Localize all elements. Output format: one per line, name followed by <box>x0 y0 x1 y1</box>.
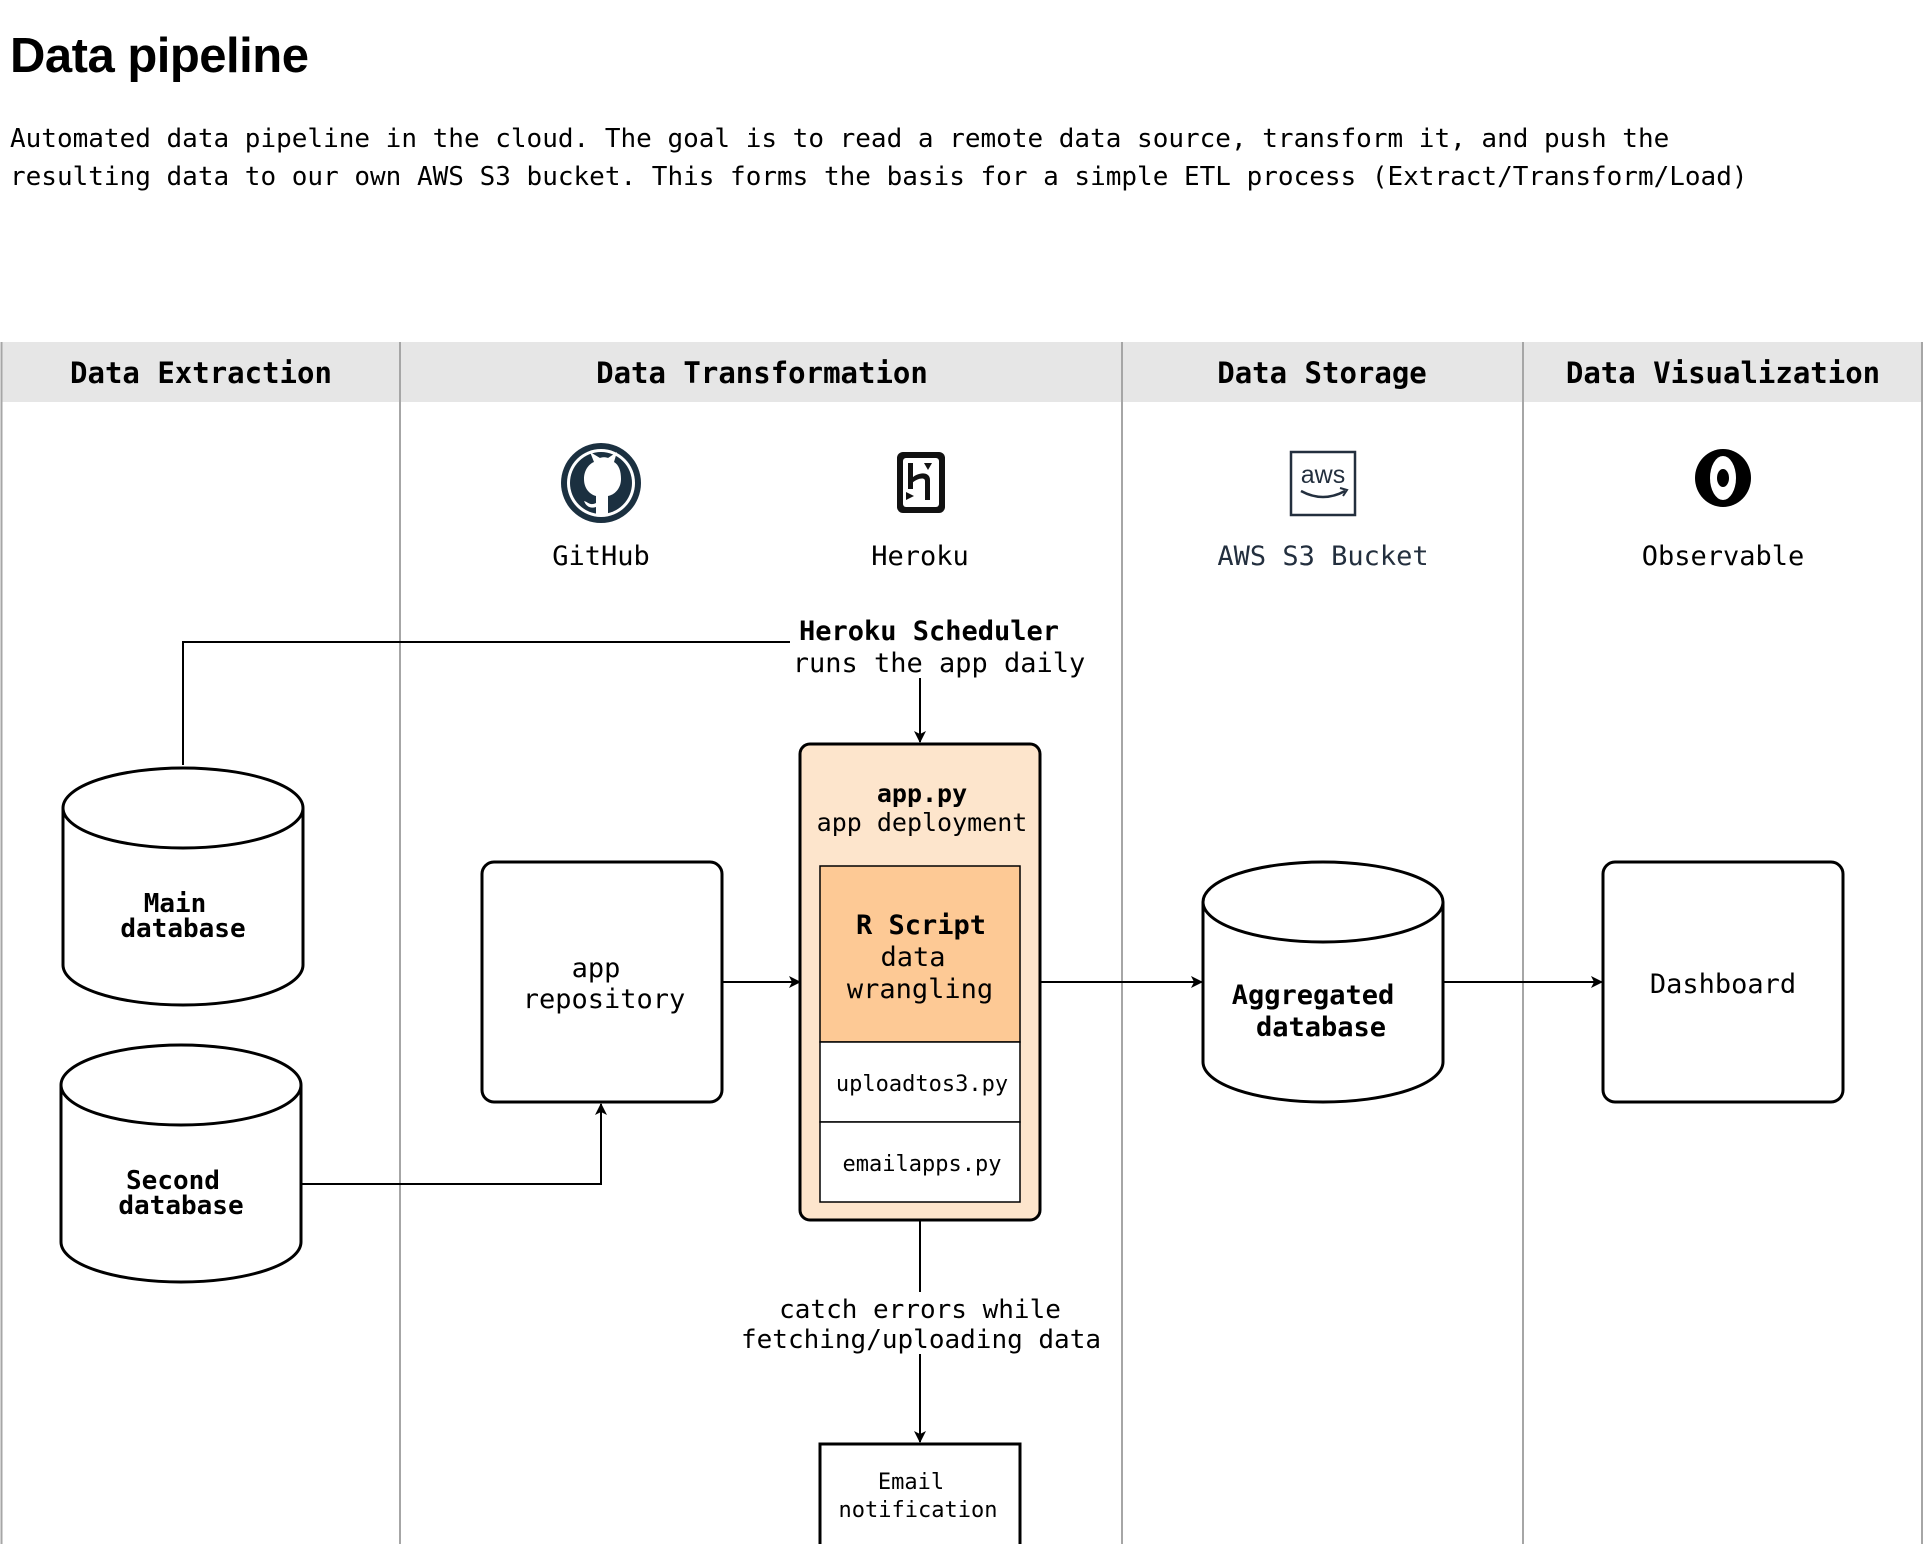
catch-errors-label: catch errors while <box>779 1295 1061 1325</box>
email-notification-label: Email <box>878 1470 944 1495</box>
app-repository: app repository <box>480 860 724 1104</box>
heroku-label: Heroku <box>871 541 969 572</box>
r-script-title: R Script <box>856 910 986 941</box>
aws-icon: aws <box>1289 450 1357 517</box>
lane-title-visualization: Data Visualization <box>1566 356 1880 390</box>
main-database: Main database <box>61 766 305 1007</box>
second-database-label: Second <box>126 1166 220 1196</box>
swimlanes: Data Extraction Data Transformation Data… <box>0 342 1923 1544</box>
description-line: resulting data to our own AWS S3 bucket.… <box>10 162 1748 192</box>
second-database: Second database <box>59 1043 303 1284</box>
app-deployment-container: app.py app deployment R Script data wran… <box>798 742 1042 1222</box>
description-line: Automated data pipeline in the cloud. Th… <box>10 124 1670 154</box>
dashboard-label: Dashboard <box>1650 969 1796 1000</box>
upload-script-block <box>819 1041 1021 1123</box>
email-notification-node: Email notification <box>818 1442 1022 1544</box>
scheduler-subtitle: runs the app daily <box>793 648 1086 679</box>
heroku-icon <box>897 452 945 513</box>
scheduler-title: Heroku Scheduler <box>799 616 1059 647</box>
r-script-block <box>819 865 1021 1043</box>
page-description: Automated data pipeline in the cloud. Th… <box>10 120 1910 196</box>
main-database-label: database <box>120 914 245 944</box>
r-script-line: wrangling <box>847 974 993 1005</box>
aws-icon-text: aws <box>1301 461 1345 489</box>
catch-errors-label: fetching/uploading data <box>741 1325 1101 1355</box>
observable-label: Observable <box>1642 541 1805 572</box>
aggregated-database: Aggregated database <box>1201 860 1445 1104</box>
github-icon <box>561 443 641 523</box>
page-title: Data pipeline <box>10 29 309 83</box>
aws-label: AWS S3 Bucket <box>1217 541 1428 572</box>
lane-title-transformation: Data Transformation <box>596 356 928 390</box>
dashboard-node: Dashboard <box>1601 860 1845 1104</box>
app-repository-label: app <box>572 953 621 984</box>
aggregated-database-label: Aggregated <box>1232 980 1395 1011</box>
r-script-line: data <box>880 942 945 973</box>
app-subtitle: app deployment <box>817 808 1028 837</box>
email-apps-block <box>819 1121 1021 1203</box>
observable-icon <box>1695 449 1751 507</box>
connectors <box>182 641 1603 1443</box>
upload-script-label: uploadtos3.py <box>836 1072 1008 1097</box>
app-repository-label: repository <box>523 984 686 1015</box>
email-notification-label: notification <box>839 1498 998 1523</box>
main-database-label: Main <box>144 889 207 919</box>
aggregated-database-label: database <box>1256 1012 1386 1043</box>
app-title: app.py <box>877 779 967 808</box>
email-apps-label: emailapps.py <box>843 1152 1002 1177</box>
lane-header-bar <box>1 342 1923 402</box>
second-database-label: database <box>118 1191 243 1221</box>
connector-second-db-to-repo <box>300 1103 607 1185</box>
lane-title-storage: Data Storage <box>1217 356 1427 390</box>
lane-title-extraction: Data Extraction <box>70 356 332 390</box>
github-label: GitHub <box>552 541 650 572</box>
connector-main-db-to-scheduler <box>182 641 790 765</box>
